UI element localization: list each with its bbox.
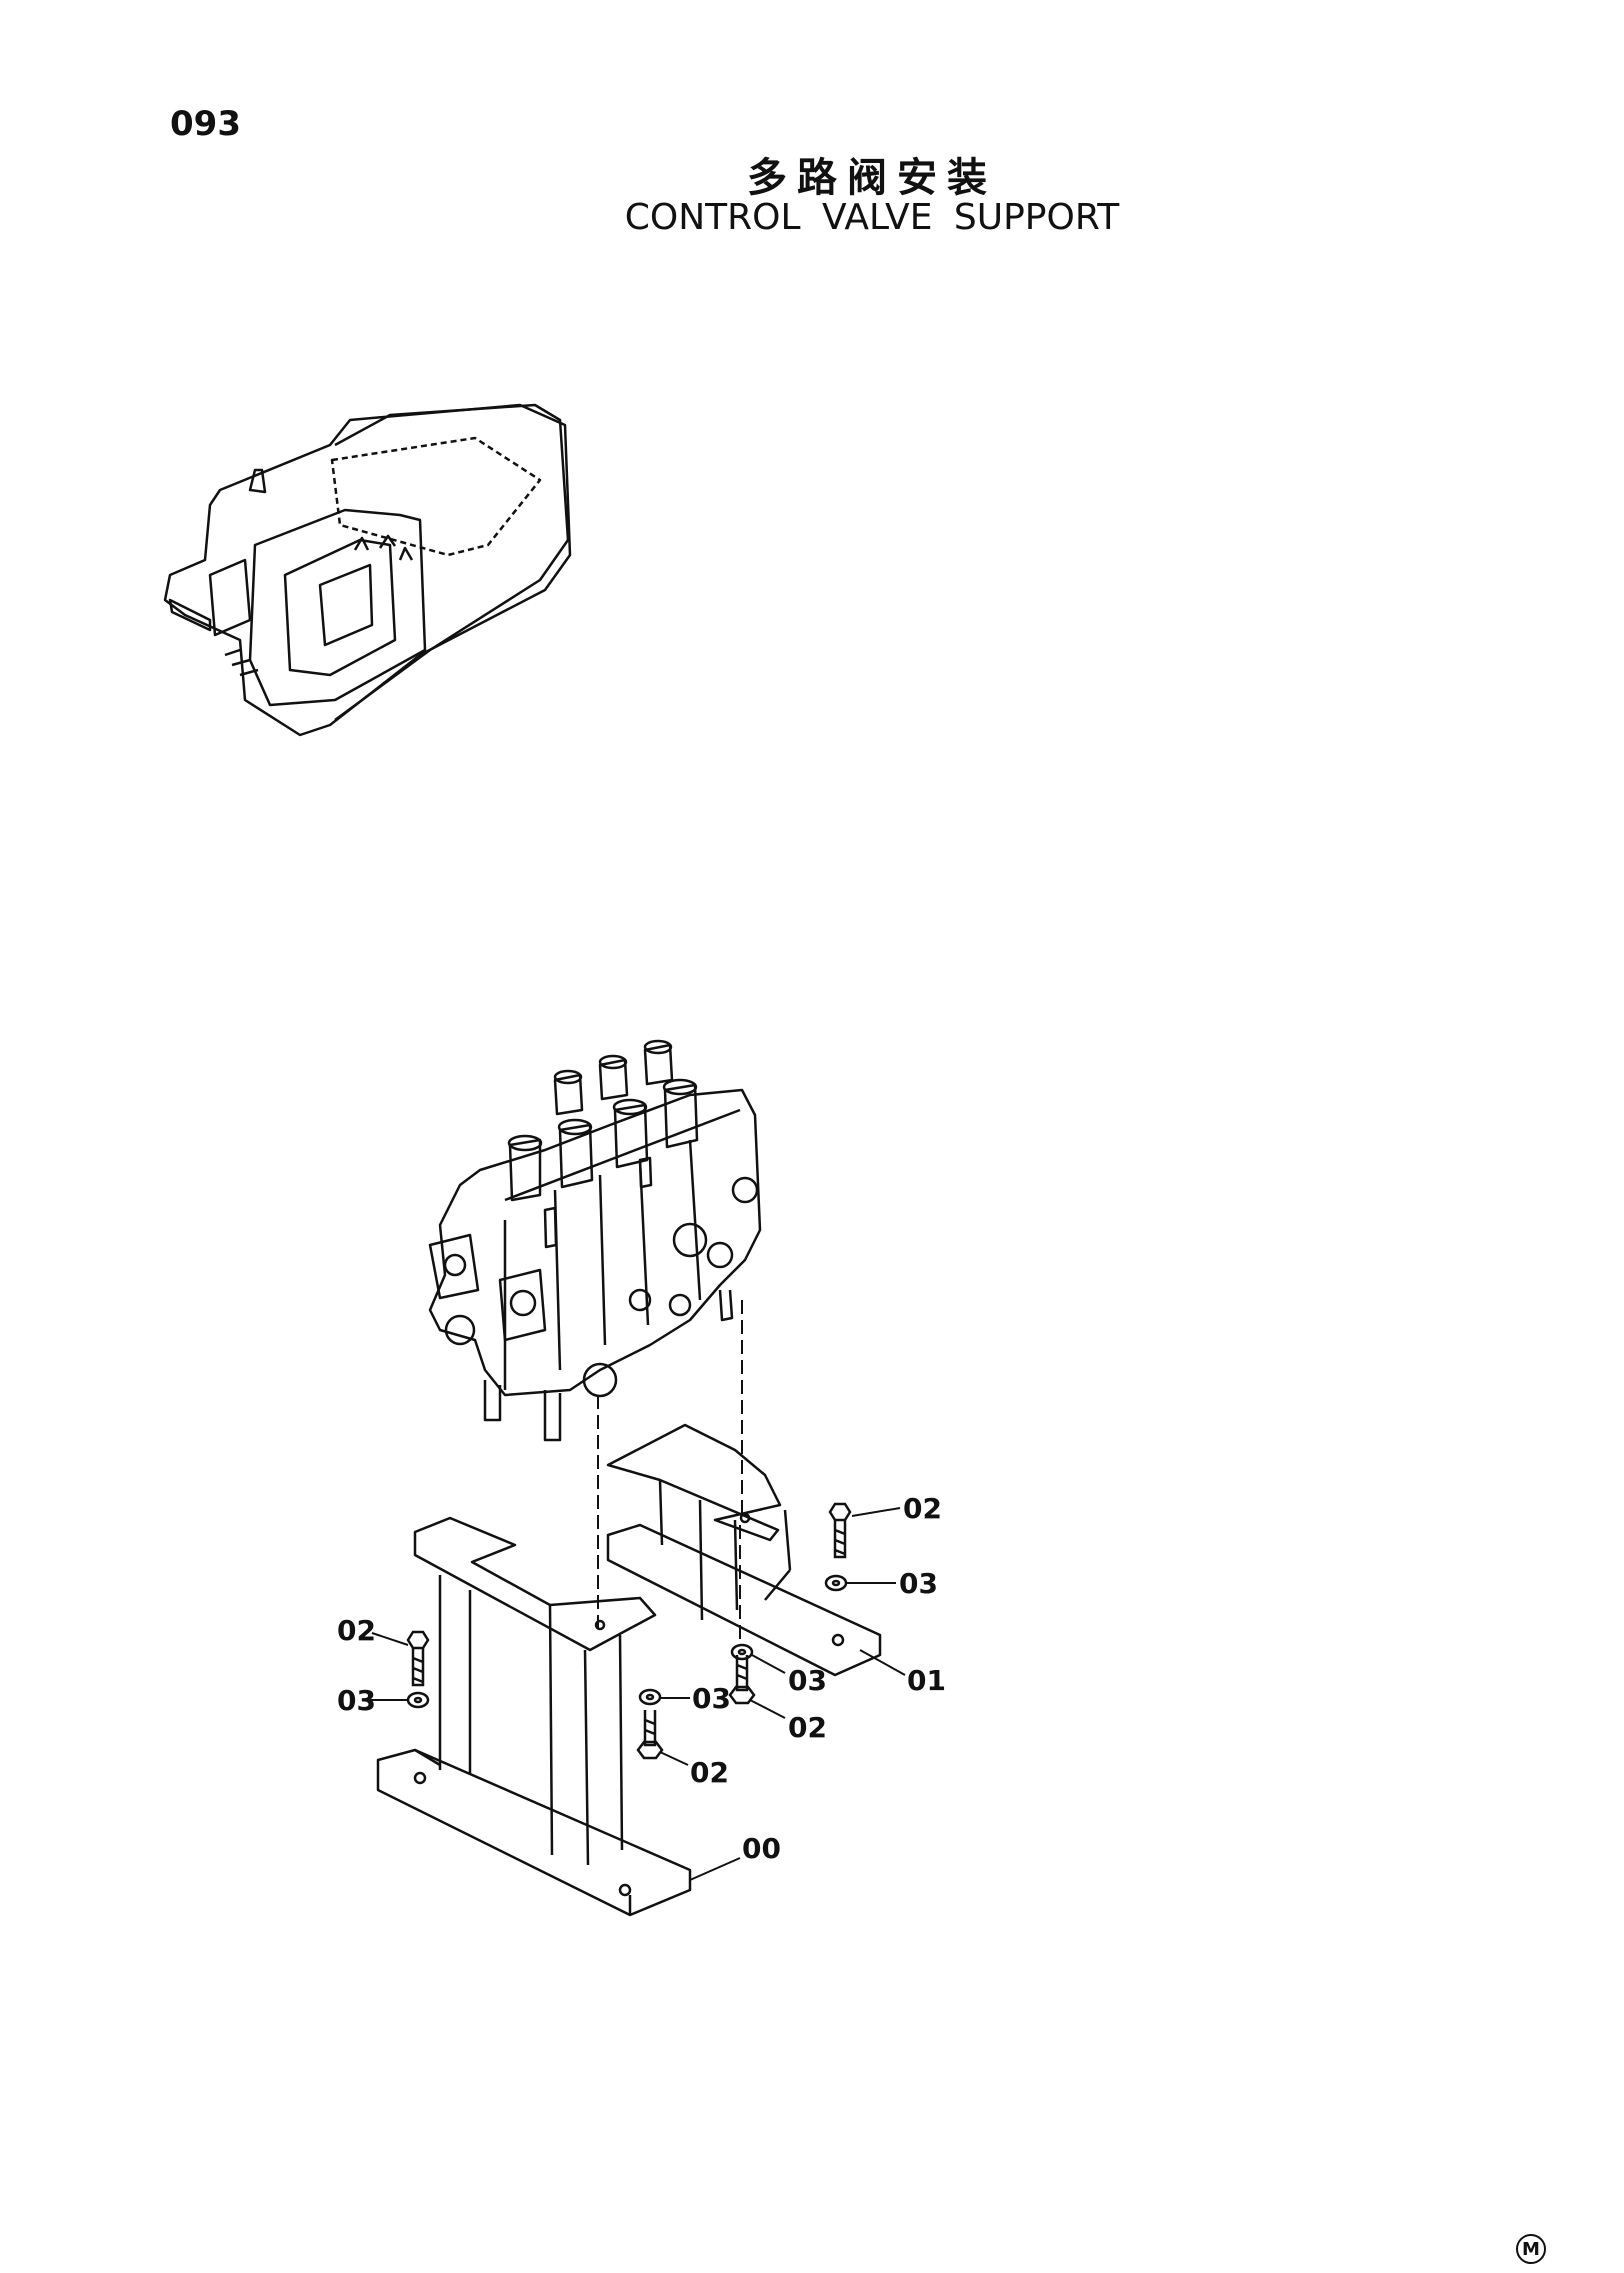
title-english: CONTROL VALVE SUPPORT xyxy=(624,197,1120,238)
washer-icon xyxy=(730,1643,754,1661)
callout-02-left: 02 xyxy=(337,1614,376,1647)
washer-icons xyxy=(406,1574,848,1709)
washer-icon xyxy=(824,1574,848,1592)
assembly-guide-lines xyxy=(597,1300,743,1645)
bolt-icon xyxy=(828,1502,852,1559)
title-chinese: 多路阀安装 xyxy=(747,155,997,201)
control-valve-assembly xyxy=(428,1039,762,1442)
callout-01: 01 xyxy=(907,1664,946,1697)
circled-m-mark: M xyxy=(1516,2234,1546,2264)
page-number: 093 xyxy=(170,104,241,144)
callout-02-upper-right: 02 xyxy=(903,1492,942,1525)
bolt-icons xyxy=(406,1502,852,1760)
support-bracket-01 xyxy=(606,1423,882,1677)
callout-02-center-right: 02 xyxy=(788,1711,827,1744)
excavator-locator-illustration xyxy=(163,403,572,737)
washer-icon xyxy=(406,1691,430,1709)
callout-03-upper-right: 03 xyxy=(899,1567,938,1600)
callout-03-left: 03 xyxy=(337,1684,376,1717)
bolt-icon xyxy=(406,1630,430,1687)
callout-00: 00 xyxy=(742,1832,781,1865)
callout-03-center-right: 03 xyxy=(788,1664,827,1697)
bolt-icon xyxy=(728,1655,756,1705)
support-bracket-00 xyxy=(376,1516,692,1917)
washer-icon xyxy=(638,1688,662,1706)
callout-03-center: 03 xyxy=(692,1682,731,1715)
leader-lines xyxy=(370,1507,906,1881)
bolt-icon xyxy=(636,1710,664,1760)
callout-02-center: 02 xyxy=(690,1756,729,1789)
